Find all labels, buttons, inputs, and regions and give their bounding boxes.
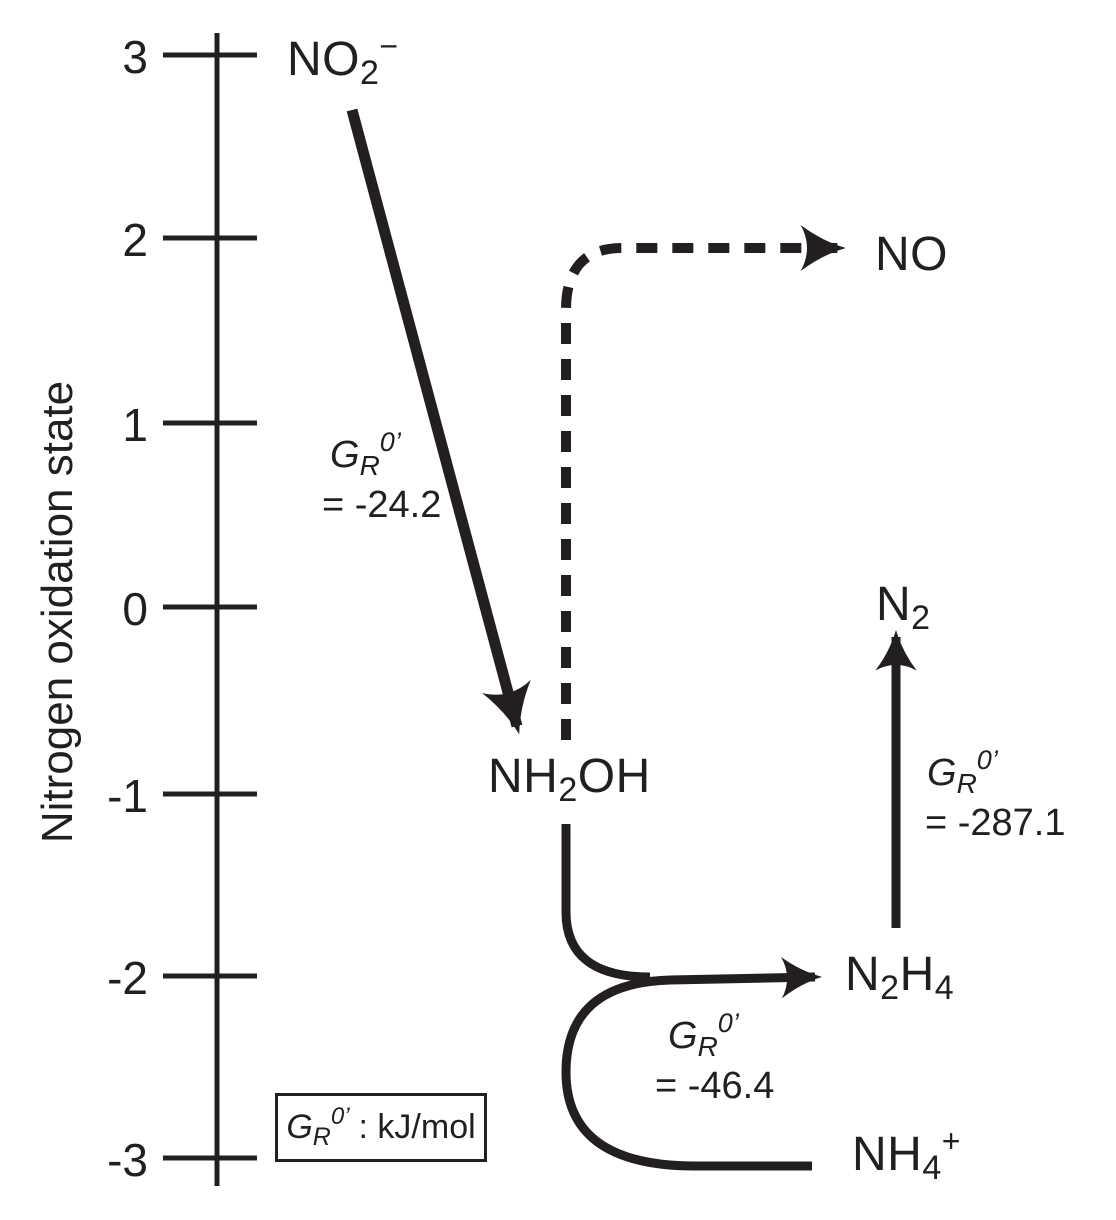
gibbs-symbol-sub: R (697, 1031, 718, 1062)
gibbs-symbol-g: G (286, 1108, 313, 1146)
gibbs-symbol-sub: R (956, 768, 977, 799)
y-axis-tick-label-0: 0 (122, 583, 148, 635)
gibbs-symbol-sup: 0’ (379, 427, 401, 457)
y-axis-tick-label-1: 1 (122, 399, 148, 451)
gibbs-symbol-sup: 0’ (717, 1008, 739, 1038)
species-dinitrogen: N2 (876, 578, 931, 636)
gibbs-symbol-g: G (668, 1015, 698, 1057)
y-axis-tick-label-2: 2 (122, 214, 148, 266)
species-hydroxylamine: NH2OH (488, 750, 651, 808)
y-axis-tick-label-neg1: -1 (107, 770, 148, 822)
gibbs-symbol-sub: R (312, 1123, 331, 1151)
species-ammonium-subscript: 4 (922, 1149, 942, 1187)
y-axis-ticks (163, 52, 257, 1161)
species-nitrite-charge: − (379, 28, 399, 64)
curve-hydroxylamine-to-junction (561, 824, 651, 982)
species-nitric-oxide: NO (875, 229, 948, 281)
species-hydroxylamine-base2: OH (577, 750, 651, 803)
species-nitrite-base: NO (287, 33, 360, 86)
arrow-hydroxylamine-to-nitric-oxide-dashed (561, 225, 846, 740)
species-nitric-oxide-base: NO (875, 228, 948, 281)
gibbs-symbol: GR0’ (286, 1105, 349, 1150)
species-hydrazine-subscript1: 2 (880, 969, 900, 1007)
species-hydrazine-base2: H (899, 948, 935, 1001)
gibbs-symbol-sup: 0’ (976, 745, 998, 775)
arrow-ammonium-to-hydrazine (561, 957, 823, 1171)
species-nitrite-subscript: 2 (360, 54, 380, 92)
species-hydroxylamine-base1: NH (488, 750, 559, 803)
y-axis-tick-label-neg3: -3 (107, 1134, 148, 1186)
legend-unit-label: : kJ/mol (358, 1108, 476, 1146)
gibbs-symbol-sub: R (359, 450, 380, 481)
species-hydrazine-base1: N (845, 948, 881, 1001)
gibbs-label-ammonium-to-hydrazine: GR0’ = -46.4 (655, 1008, 775, 1111)
gibbs-symbol: GR0’ (668, 1008, 774, 1062)
species-hydrazine: N2H4 (845, 948, 954, 1006)
species-nitrite: NO2− (287, 30, 399, 90)
gibbs-value: = -24.2 (322, 484, 442, 526)
gibbs-label-hydrazine-to-dinitrogen: GR0’ = -287.1 (925, 745, 1066, 848)
gibbs-symbol-sup: 0’ (330, 1103, 350, 1130)
species-hydrazine-subscript2: 4 (934, 969, 955, 1007)
gibbs-symbol: GR0’ (330, 427, 441, 481)
species-dinitrogen-base: N (876, 578, 912, 631)
gibbs-symbol-g: G (927, 752, 957, 794)
species-ammonium-base: NH (852, 1128, 923, 1181)
gibbs-symbol: GR0’ (927, 745, 1066, 799)
species-ammonium-charge: + (941, 1123, 961, 1159)
legend-units-box: GR0’ : kJ/mol (275, 1093, 487, 1162)
gibbs-value: = -287.1 (925, 802, 1066, 844)
gibbs-value: = -46.4 (655, 1065, 775, 1107)
y-axis-tick-label-neg2: -2 (107, 952, 148, 1004)
arrow-nitrite-to-hydroxylamine (346, 108, 531, 735)
y-axis-tick-label-3: 3 (122, 31, 148, 83)
species-dinitrogen-subscript: 2 (911, 599, 931, 637)
species-ammonium: NH4+ (852, 1125, 961, 1185)
gibbs-symbol-g: G (330, 434, 360, 476)
species-hydroxylamine-subscript: 2 (558, 771, 578, 809)
gibbs-label-nitrite-to-hydroxylamine: GR0’ = -24.2 (322, 427, 442, 530)
